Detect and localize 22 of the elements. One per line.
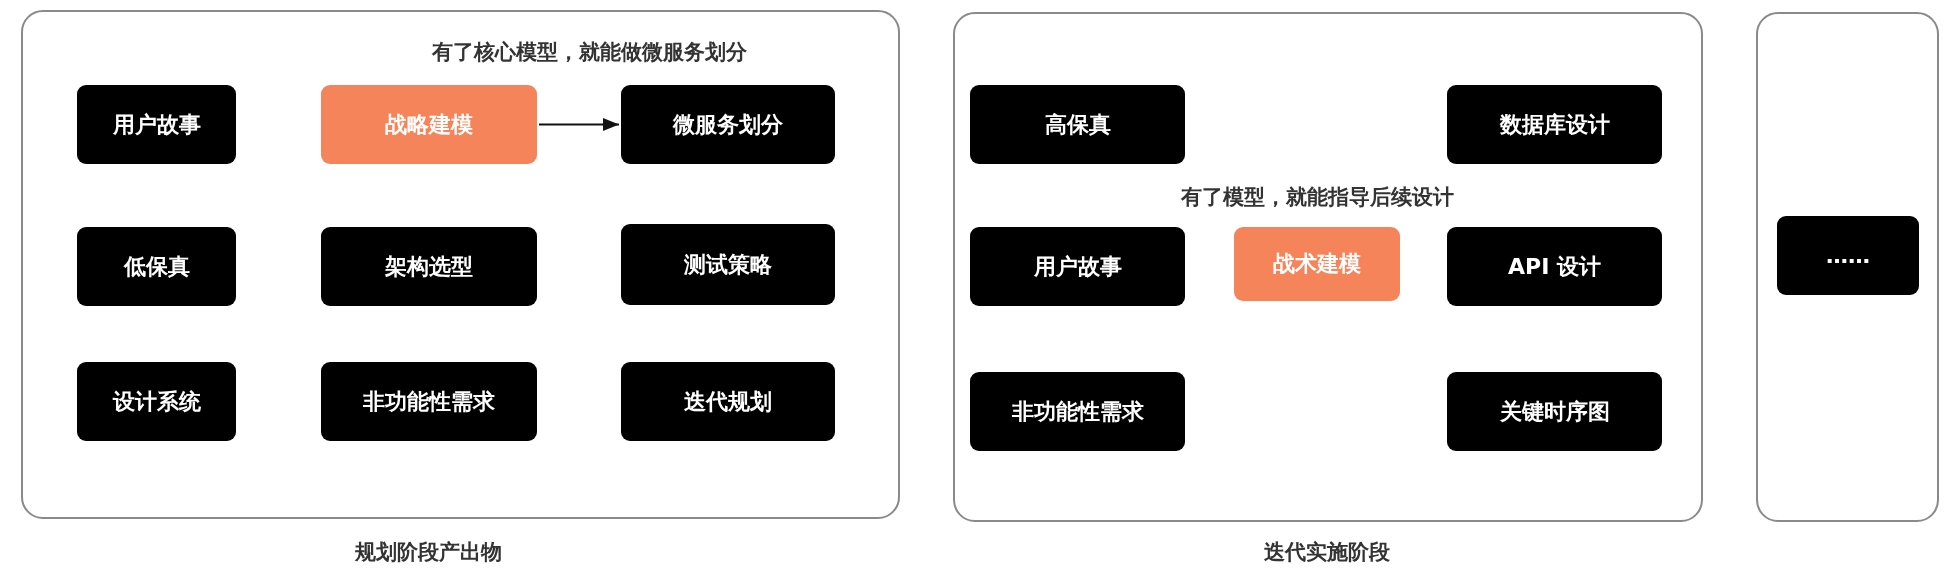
process-box: 数据库设计 (1447, 85, 1662, 164)
process-box: 测试策略 (621, 224, 835, 305)
process-box: 非功能性需求 (970, 372, 1185, 451)
highlighted-box: 战略建模 (321, 85, 537, 164)
process-box: API 设计 (1447, 227, 1662, 306)
process-box: 迭代规划 (621, 362, 835, 441)
process-box: 设计系统 (77, 362, 236, 441)
panel-heading: 有了模型，就能指导后续设计 (1180, 184, 1454, 211)
highlighted-box: 战术建模 (1234, 227, 1400, 301)
process-box: 关键时序图 (1447, 372, 1662, 451)
process-box: 用户故事 (970, 227, 1185, 306)
process-box: …… (1777, 216, 1919, 295)
process-box: 高保真 (970, 85, 1185, 164)
process-box: 架构选型 (321, 227, 537, 306)
arrow (538, 118, 620, 131)
process-box: 用户故事 (77, 85, 236, 164)
panel-caption: 迭代实施阶段 (1264, 539, 1390, 566)
panel-heading: 有了核心模型，就能做微服务划分 (431, 39, 747, 66)
panel-caption: 规划阶段产出物 (354, 539, 502, 566)
process-box: 低保真 (77, 227, 236, 306)
process-box: 微服务划分 (621, 85, 835, 164)
process-box: 非功能性需求 (321, 362, 537, 441)
